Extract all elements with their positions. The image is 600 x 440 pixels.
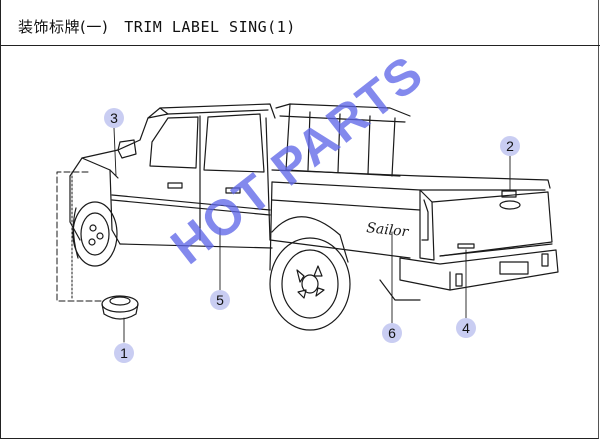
title-chinese: 装饰标牌(一) [18,18,109,36]
callout-3: 3 [104,108,124,128]
callout-6: 6 [382,323,402,343]
rear-wheel [269,237,351,331]
leader-bracket [56,171,104,302]
title-bar: 装饰标牌(一) TRIM LABEL SING(1) [0,0,600,46]
truck-body [69,103,559,301]
callout-1: 1 [114,343,134,363]
callout-4: 4 [456,318,476,338]
front-wheel [72,201,118,267]
emblem-cap [101,295,139,320]
callout-5: 5 [210,290,230,310]
leader-lines [113,127,511,343]
title-english: TRIM LABEL SING(1) [124,18,296,36]
truck-diagram [56,103,559,343]
page-title: 装饰标牌(一) TRIM LABEL SING(1) [18,16,296,37]
callout-2: 2 [500,136,520,156]
